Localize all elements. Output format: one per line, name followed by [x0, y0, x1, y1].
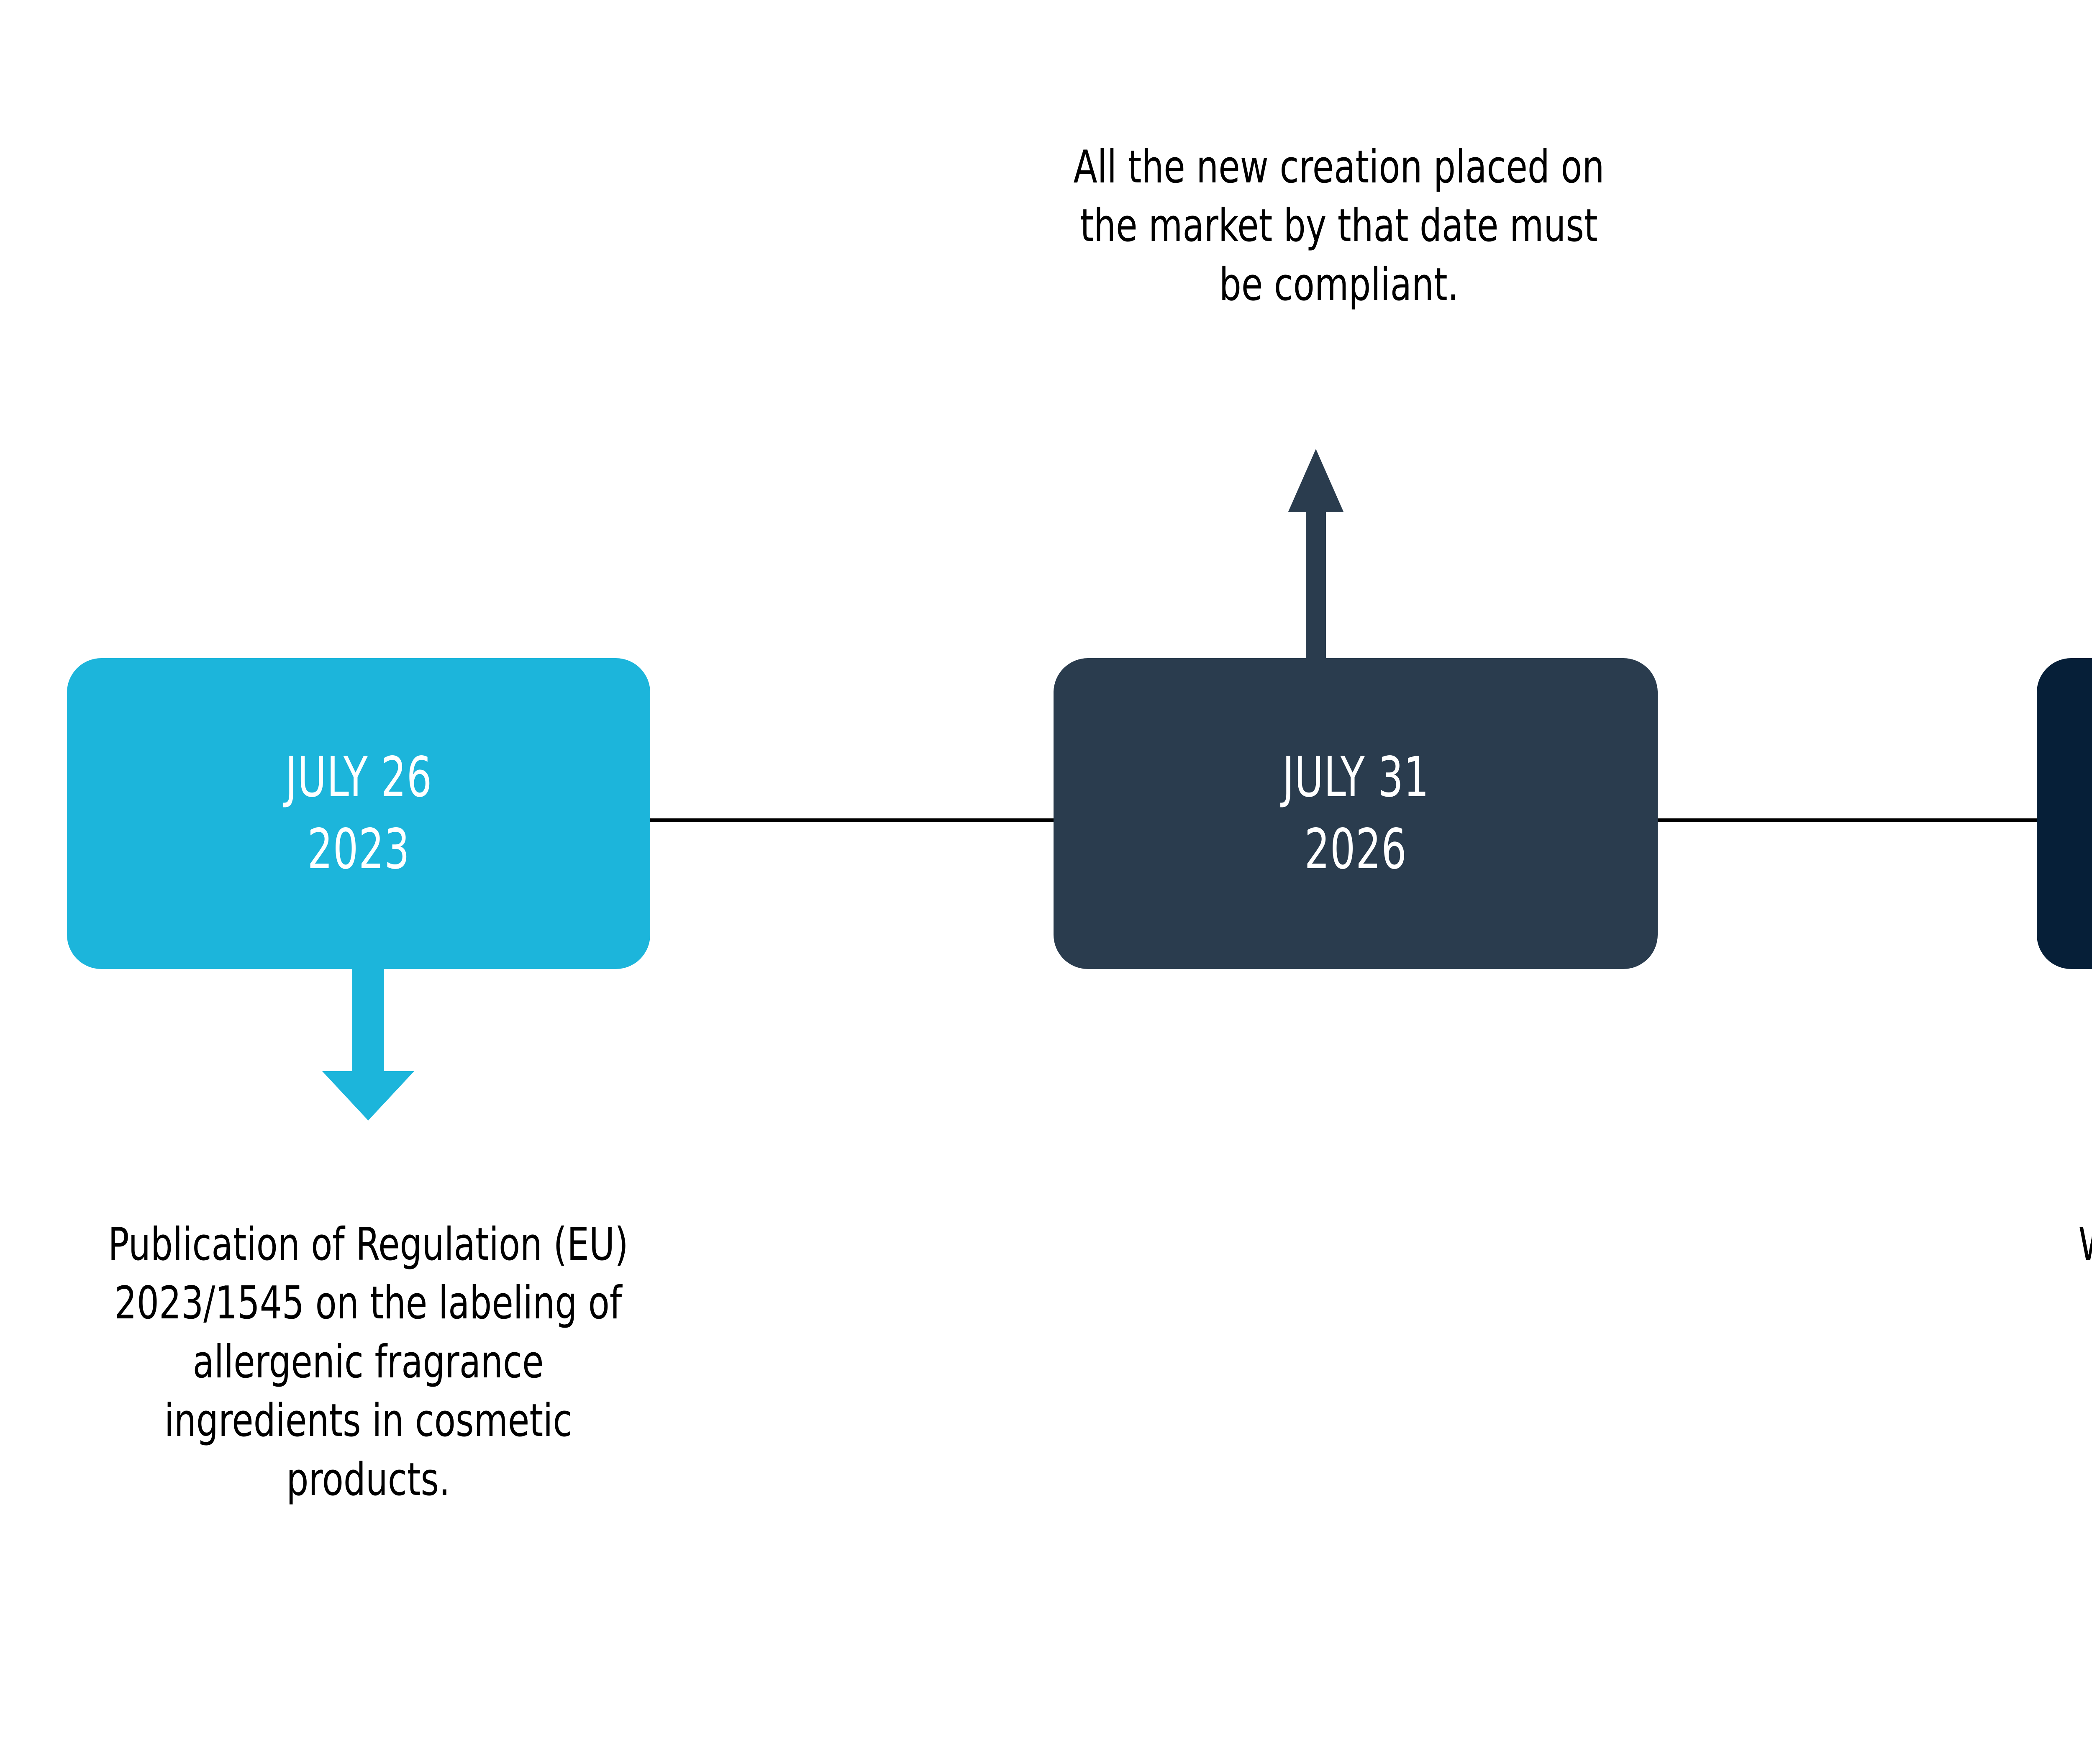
connector-line-2 — [1628, 818, 2067, 822]
connector-line-1 — [619, 818, 1088, 822]
arrow-up-head — [1288, 449, 1343, 512]
milestone-date-line-1: JULY 31 — [1282, 745, 1429, 810]
milestone-date-line-2: 2023 — [307, 817, 410, 882]
arrow-up-icon — [1270, 449, 1362, 667]
milestone-caption-july-31-2026: All the new creation placed on the marke… — [1073, 141, 1605, 311]
milestone-date-line-1: JULY 26 — [285, 745, 432, 810]
milestone-card-july-31-2028[interactable]: JULY 31 2028 — [2037, 658, 2092, 969]
milestone-caption-july-26-2023: Publication of Regulation (EU) 2023/1545… — [108, 1218, 628, 1506]
arrow-down-head — [322, 1071, 414, 1120]
milestone-card-july-31-2026[interactable]: JULY 31 2026 — [1054, 658, 1658, 969]
milestone-caption-july-31-2028: Withdrawal from the market of non-compli… — [2066, 1215, 2092, 1333]
milestone-card-july-26-2023[interactable]: JULY 26 2023 — [67, 658, 650, 969]
arrow-up-shaft — [1306, 511, 1326, 667]
milestone-date-line-2: 2026 — [1304, 817, 1407, 882]
